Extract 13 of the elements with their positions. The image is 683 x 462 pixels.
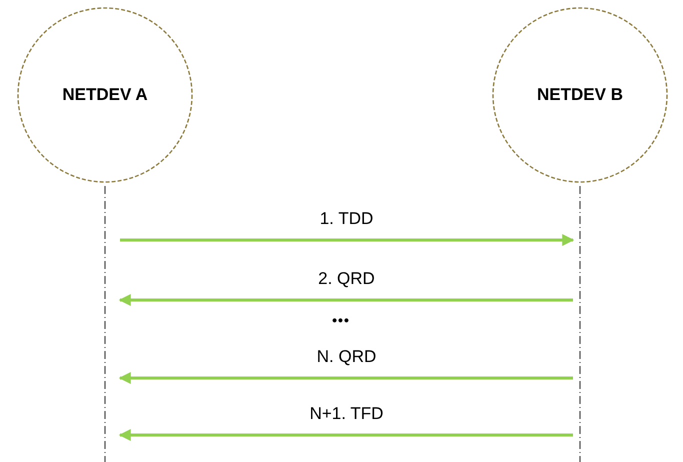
edge-label: N+1. TFD <box>310 404 384 424</box>
arrow <box>118 294 573 306</box>
device-name: NETDEV A <box>62 85 148 105</box>
arrow <box>118 429 573 441</box>
edge-label: 1. TDD <box>320 209 374 229</box>
device-circle <box>17 7 193 183</box>
edge-label: 2. QRD <box>318 269 375 289</box>
arrow <box>118 372 573 384</box>
device-circle <box>492 7 668 183</box>
edge-label: N. QRD <box>316 347 376 367</box>
ellipsis: ••• <box>332 312 350 328</box>
arrow <box>120 234 574 246</box>
device-name: NETDEV B <box>537 85 623 105</box>
